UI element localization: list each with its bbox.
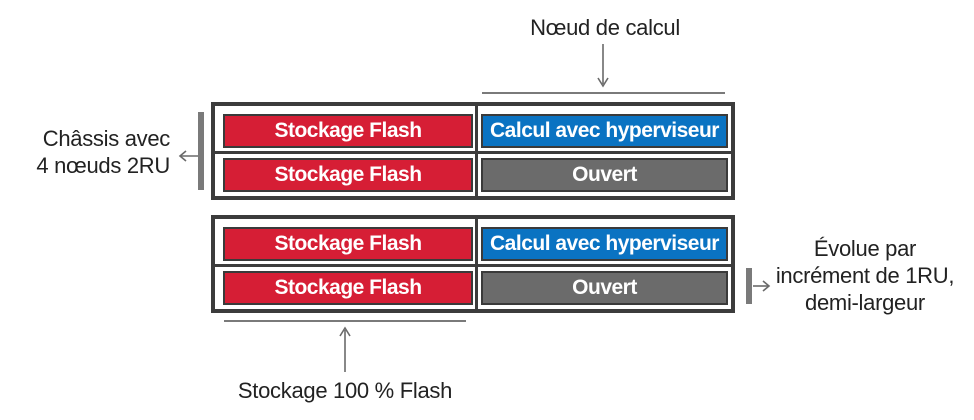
scale-label-line2: incrément de 1RU, <box>775 263 955 288</box>
chassis-divider <box>215 151 731 154</box>
all-flash-label: Stockage 100 % Flash <box>237 378 453 403</box>
arrow-up-icon <box>338 326 352 372</box>
flash-storage-node: Stockage Flash <box>223 271 473 305</box>
open-slot-node: Ouvert <box>481 271 728 305</box>
compute-node-bracket <box>482 92 725 94</box>
flash-storage-node: Stockage Flash <box>223 114 473 148</box>
chassis-divider <box>215 264 731 267</box>
arrow-down-icon <box>596 44 610 92</box>
chassis-label-line2: 4 nœuds 2RU <box>36 153 170 178</box>
arrow-right-icon <box>753 279 771 293</box>
scale-bracket <box>746 268 752 304</box>
chassis-2: Stockage Flash Calcul avec hyperviseur S… <box>211 215 735 313</box>
compute-hypervisor-node: Calcul avec hyperviseur <box>481 227 728 261</box>
chassis-bracket <box>198 112 204 190</box>
all-flash-bracket <box>224 320 466 322</box>
open-slot-node: Ouvert <box>481 158 728 192</box>
arrow-left-icon <box>178 149 198 163</box>
chassis-1: Stockage Flash Calcul avec hyperviseur S… <box>211 102 735 200</box>
compute-node-label: Nœud de calcul <box>530 15 680 40</box>
flash-storage-node: Stockage Flash <box>223 227 473 261</box>
chassis-label-line1: Châssis avec <box>42 126 171 151</box>
flash-storage-node: Stockage Flash <box>223 158 473 192</box>
compute-hypervisor-node: Calcul avec hyperviseur <box>481 114 728 148</box>
scale-label-line1: Évolue par <box>813 236 917 261</box>
scale-label-line3: demi-largeur <box>805 290 925 315</box>
